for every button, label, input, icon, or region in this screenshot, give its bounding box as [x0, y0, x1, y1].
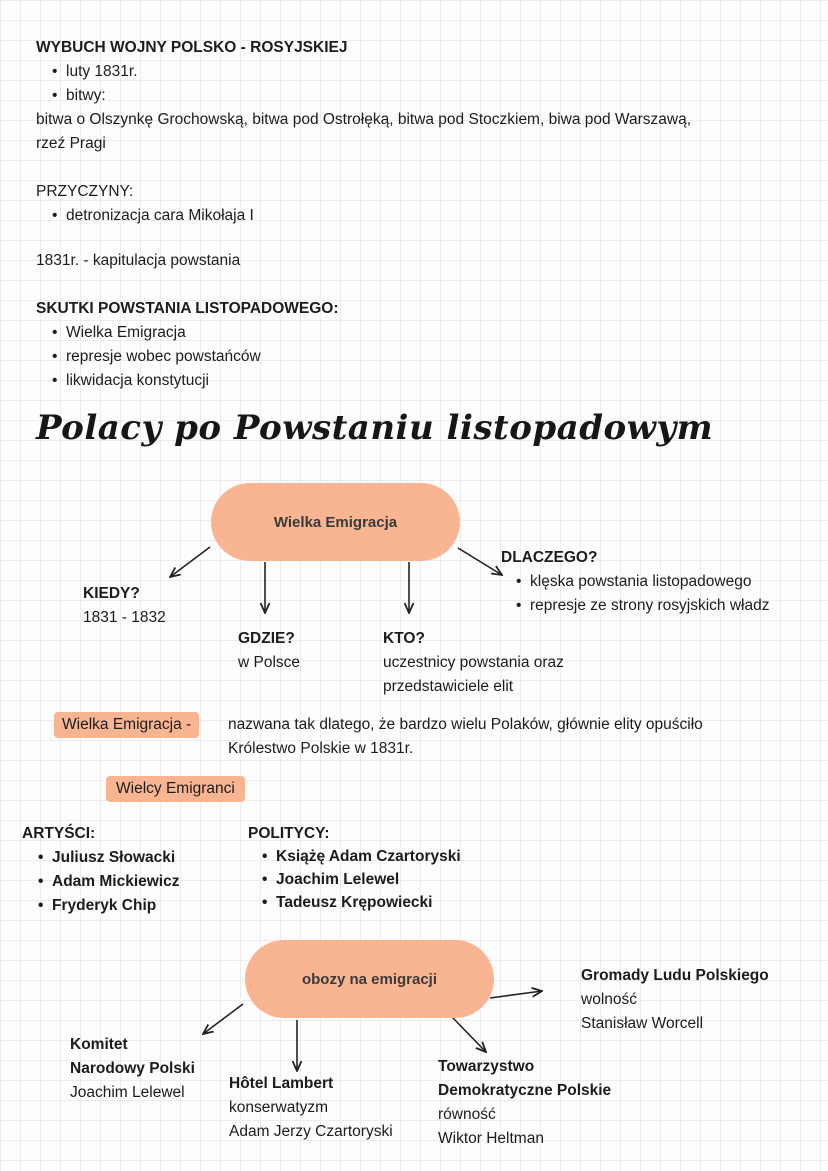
list-item: klęska powstania listopadowego [514, 570, 769, 594]
list-item: Juliusz Słowacki [36, 846, 180, 870]
list-item: Książę Adam Czartoryski [260, 845, 461, 868]
where-value: w Polsce [238, 654, 301, 671]
when-label: KIEDY? [83, 585, 140, 602]
list-item: Joachim Lelewel [260, 868, 461, 891]
definition-text: nazwana tak dlatego, że bardzo wielu Pol… [228, 716, 703, 733]
list-item: represje wobec powstańców [50, 345, 261, 369]
knp-leader: Joachim Lelewel [70, 1084, 185, 1101]
politicians-list: Książę Adam Czartoryski Joachim Lelewel … [260, 845, 461, 914]
tdp-leader: Wiktor Heltman [438, 1130, 544, 1147]
gromady-ideology: wolność [581, 991, 637, 1008]
where-label: GDZIE? [238, 630, 295, 647]
list-item: luty 1831r. [50, 60, 138, 84]
why-list: klęska powstania listopadowego represje … [514, 570, 769, 618]
politicians-label: POLITYCY: [248, 825, 330, 842]
causes-list: detronizacja cara Mikołaja I [50, 204, 254, 228]
effects-heading: SKUTKI POWSTANIA LISTOPADOWEGO: [36, 300, 339, 317]
gromady-leader: Stanisław Worcell [581, 1015, 704, 1032]
definition-term-tag: Wielka Emigracja - [54, 712, 200, 738]
arrow-to-gromady [489, 991, 542, 999]
who-value-cont: przedstawiciele elit [383, 678, 514, 695]
causes-heading: PRZYCZYNY: [36, 183, 134, 200]
hotel-leader: Adam Jerzy Czartoryski [229, 1123, 393, 1140]
gromady-name: Gromady Ludu Polskiego [581, 967, 769, 984]
why-label: DLACZEGO? [501, 549, 598, 566]
definition-text-cont: Królestwo Polskie w 1831r. [228, 740, 414, 757]
arrow-to-tdp [451, 1016, 486, 1052]
hotel-ideology: konserwatyzm [229, 1099, 329, 1116]
effects-list: Wielka Emigracja represje wobec powstańc… [50, 321, 261, 393]
list-item: bitwy: [50, 84, 138, 108]
battles-text: bitwa o Olszynkę Grochowską, bitwa pod O… [36, 111, 692, 128]
list-item: Adam Mickiewicz [36, 870, 180, 894]
emigration-center-node: Wielka Emigracja [211, 483, 460, 561]
war-bullet-list: luty 1831r. bitwy: [50, 60, 138, 108]
list-item: detronizacja cara Mikołaja I [50, 204, 254, 228]
artists-label: ARTYŚCI: [22, 825, 96, 842]
arrow-to-why [457, 547, 502, 575]
arrow-to-knp [203, 1003, 244, 1034]
camps-center-node: obozy na emigracji [245, 940, 494, 1018]
tdp-ideology: równość [438, 1106, 496, 1123]
capitulation-text: 1831r. - kapitulacja powstania [36, 252, 241, 269]
list-item: Wielka Emigracja [50, 321, 261, 345]
hotel-name: Hôtel Lambert [229, 1075, 334, 1092]
when-value: 1831 - 1832 [83, 609, 166, 626]
war-heading: WYBUCH WOJNY POLSKO - ROSYJSKIEJ [36, 39, 348, 56]
list-item: likwidacja konstytucji [50, 369, 261, 393]
knp-name-cont: Narodowy Polski [70, 1060, 195, 1077]
tdp-name-cont: Demokratyczne Polskie [438, 1082, 612, 1099]
list-item: Fryderyk Chip [36, 894, 180, 918]
list-item: Tadeusz Krępowiecki [260, 891, 461, 914]
who-value: uczestnicy powstania oraz [383, 654, 564, 671]
emigrants-tag: Wielcy Emigranci [106, 776, 245, 802]
who-label: KTO? [383, 630, 425, 647]
arrow-to-when [170, 546, 211, 577]
list-item: represje ze strony rosyjskich władz [514, 594, 769, 618]
artists-list: Juliusz Słowacki Adam Mickiewicz Frydery… [36, 846, 180, 918]
section-title: Polacy po Powstaniu listopadowym [36, 408, 714, 448]
battles-text-cont: rzeź Pragi [36, 135, 106, 152]
knp-name: Komitet [70, 1036, 128, 1053]
tdp-name: Towarzystwo [438, 1058, 535, 1075]
